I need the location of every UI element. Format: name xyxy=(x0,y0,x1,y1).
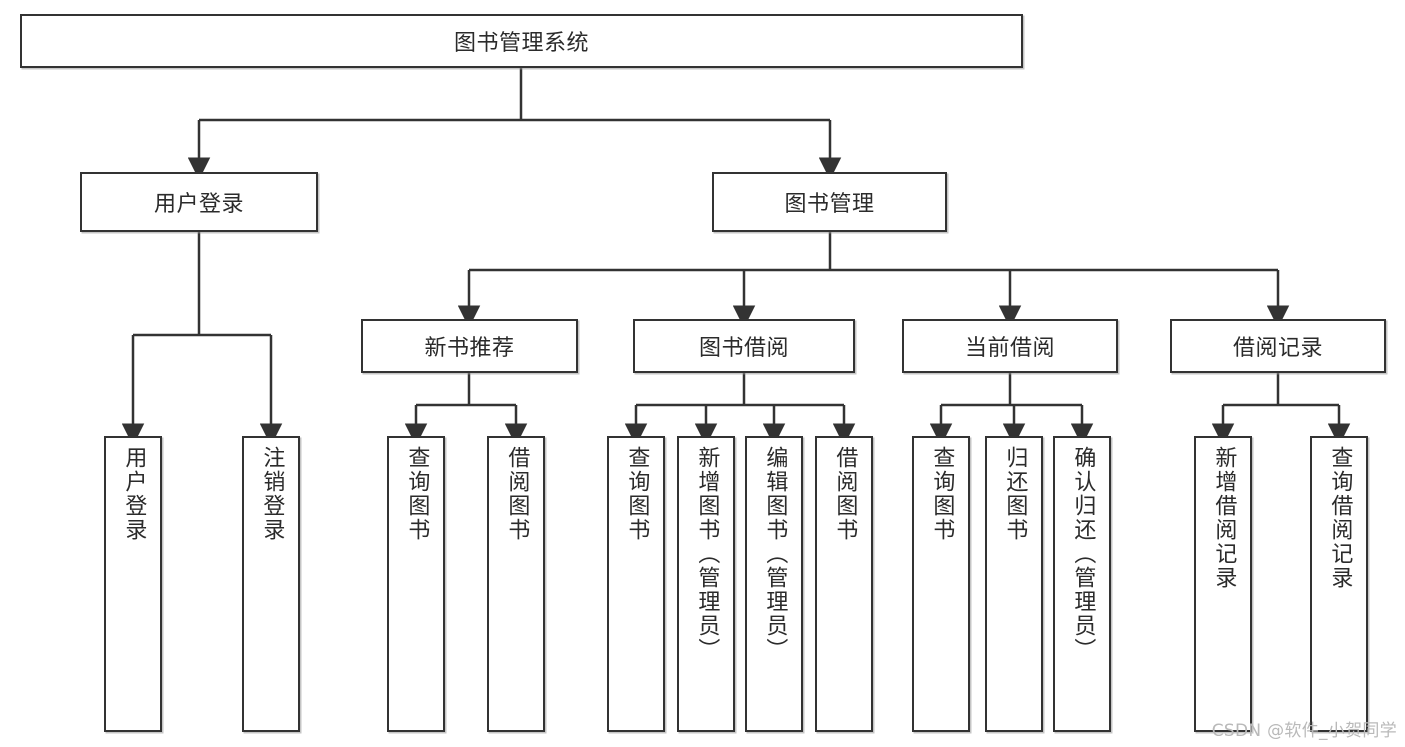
node-leaf-return-book[interactable]: 归还图书 xyxy=(985,436,1043,732)
node-current-borrow[interactable]: 当前借阅 xyxy=(902,319,1118,373)
node-leaf-borrow-book-1[interactable]: 借阅图书 xyxy=(487,436,545,732)
node-leaf-borrow-book-2-label: 借阅图书 xyxy=(832,446,858,542)
node-leaf-user-login-label: 用户登录 xyxy=(121,446,147,542)
node-leaf-query-book-2-label: 查询图书 xyxy=(624,446,650,542)
node-leaf-confirm-return[interactable]: 确认归还（管理员） xyxy=(1053,436,1111,732)
node-leaf-logout-label: 注销登录 xyxy=(259,446,285,542)
node-user-login[interactable]: 用户登录 xyxy=(80,172,318,232)
node-borrow-record[interactable]: 借阅记录 xyxy=(1170,319,1386,373)
node-leaf-confirm-return-label: 确认归还（管理员） xyxy=(1070,446,1096,662)
edges-bookmanage-to-level2 xyxy=(457,232,1290,328)
node-book-manage-label: 图书管理 xyxy=(784,192,875,217)
node-book-borrow[interactable]: 图书借阅 xyxy=(633,319,855,373)
node-new-book-rec-label: 新书推荐 xyxy=(424,336,515,361)
node-leaf-edit-book-label: 编辑图书（管理员） xyxy=(762,446,788,662)
node-leaf-borrow-book-2[interactable]: 借阅图书 xyxy=(815,436,873,732)
node-leaf-add-record[interactable]: 新增借阅记录 xyxy=(1194,436,1252,732)
node-leaf-add-book[interactable]: 新增图书（管理员） xyxy=(677,436,735,732)
node-leaf-query-book-3-label: 查询图书 xyxy=(929,446,955,542)
edges-bookborrow-to-leaves xyxy=(624,373,856,446)
node-book-borrow-label: 图书借阅 xyxy=(698,336,789,361)
node-root[interactable]: 图书管理系统 xyxy=(20,14,1023,68)
node-leaf-query-book-3[interactable]: 查询图书 xyxy=(912,436,970,732)
node-leaf-query-record-label: 查询借阅记录 xyxy=(1327,446,1353,590)
node-book-manage[interactable]: 图书管理 xyxy=(712,172,947,232)
node-leaf-add-record-label: 新增借阅记录 xyxy=(1211,446,1237,590)
node-leaf-query-record[interactable]: 查询借阅记录 xyxy=(1310,436,1368,732)
edges-root-to-level1 xyxy=(187,68,842,180)
edges-currentborrow-to-leaves xyxy=(929,373,1094,446)
edges-userlogin-to-leaves xyxy=(121,232,283,446)
node-current-borrow-label: 当前借阅 xyxy=(964,336,1055,361)
node-leaf-borrow-book-1-label: 借阅图书 xyxy=(504,446,530,542)
node-leaf-logout[interactable]: 注销登录 xyxy=(242,436,300,732)
node-leaf-edit-book[interactable]: 编辑图书（管理员） xyxy=(745,436,803,732)
node-leaf-query-book-1-label: 查询图书 xyxy=(404,446,430,542)
edges-borrowrecord-to-leaves xyxy=(1211,373,1351,446)
node-leaf-query-book-2[interactable]: 查询图书 xyxy=(607,436,665,732)
node-borrow-record-label: 借阅记录 xyxy=(1232,336,1323,361)
edges-newbookrec-to-leaves xyxy=(404,373,528,446)
node-leaf-add-book-label: 新增图书（管理员） xyxy=(694,446,720,662)
node-root-label: 图书管理系统 xyxy=(453,31,589,56)
node-user-login-label: 用户登录 xyxy=(153,192,244,217)
node-leaf-query-book-1[interactable]: 查询图书 xyxy=(387,436,445,732)
node-leaf-return-book-label: 归还图书 xyxy=(1002,446,1028,542)
node-leaf-user-login[interactable]: 用户登录 xyxy=(104,436,162,732)
node-new-book-rec[interactable]: 新书推荐 xyxy=(361,319,578,373)
